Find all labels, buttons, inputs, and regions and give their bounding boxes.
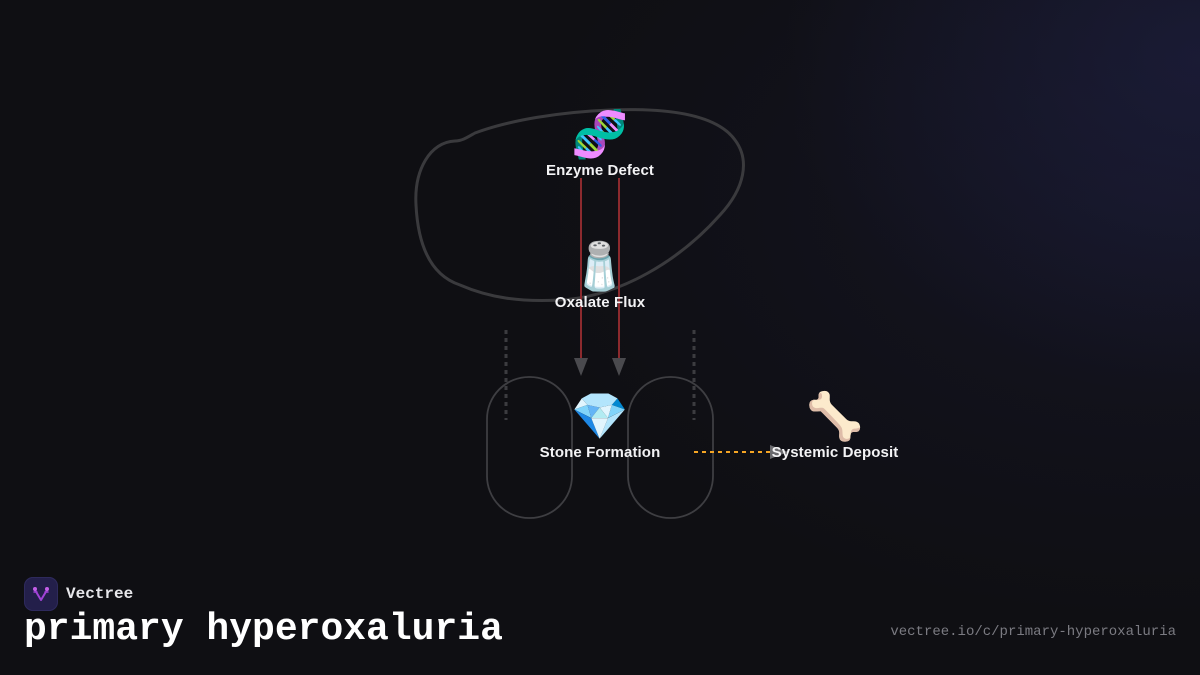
vectree-logo-icon <box>24 577 58 611</box>
node-label: Oxalate Flux <box>554 294 646 311</box>
left-kidney-outline <box>486 376 573 519</box>
node-oxalate-flux[interactable]: 🧂 Oxalate Flux <box>555 240 645 311</box>
node-stone-formation[interactable]: 💎 Stone Formation <box>540 390 661 461</box>
arrow-head-icon <box>770 445 788 459</box>
node-systemic-deposit[interactable]: 🦴 Systemic Deposit <box>772 390 899 461</box>
brand: Vectree <box>24 577 133 611</box>
brand-name: Vectree <box>66 585 134 603</box>
arrow-head-icon <box>574 358 588 376</box>
node-label: Enzyme Defect <box>545 162 655 179</box>
page-title: primary hyperoxaluria <box>24 608 503 651</box>
page-url[interactable]: vectree.io/c/primary-hyperoxaluria <box>890 624 1176 640</box>
salt-shaker-icon: 🧂 <box>571 239 629 293</box>
dna-icon: 🧬 <box>571 107 629 161</box>
liver-outline <box>414 108 745 302</box>
node-enzyme-defect[interactable]: 🧬 Enzyme Defect <box>546 108 654 179</box>
node-label: Systemic Deposit <box>771 444 899 461</box>
bone-icon: 🦴 <box>806 389 864 443</box>
arrow-head-icon <box>612 358 626 376</box>
node-label: Stone Formation <box>539 444 661 461</box>
gem-icon: 💎 <box>571 389 629 443</box>
right-kidney-outline <box>627 376 714 519</box>
